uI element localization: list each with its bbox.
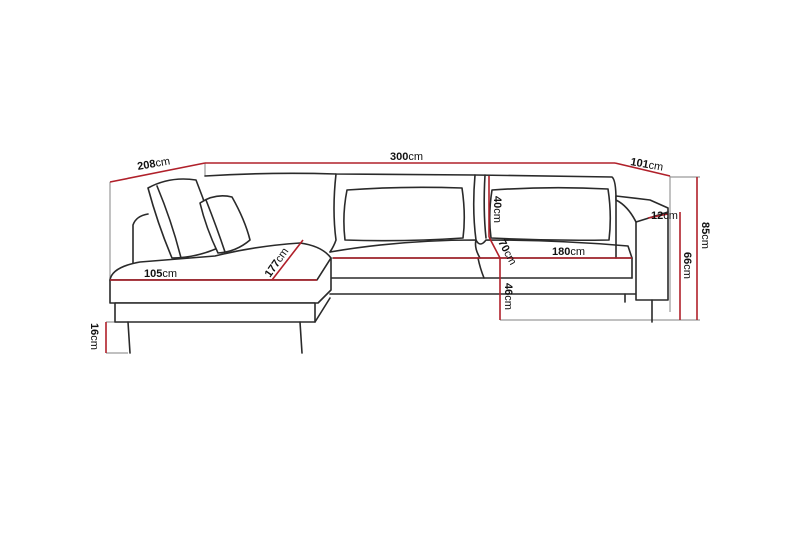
label-sofa-depth: 101cm <box>629 156 664 174</box>
chaise-base-side <box>314 297 331 323</box>
label-total-width: 300cm <box>390 151 423 163</box>
back-seam-left <box>329 173 337 253</box>
dim-line-chaise-length <box>271 239 304 281</box>
dim-line-seat-depth <box>488 236 501 259</box>
back-seam-mid2 <box>483 174 487 239</box>
leg-front-left <box>127 321 131 354</box>
main-seat-top <box>329 239 633 279</box>
label-leg-height: 16cm <box>88 323 100 350</box>
back-seam-mid <box>472 174 481 259</box>
label-chaise-depth: 208cm <box>136 155 171 173</box>
dim-line-armrest-width <box>647 213 669 219</box>
chaise-base <box>114 302 316 323</box>
label-seat-height: 46cm <box>502 283 514 310</box>
back-cushion-right <box>488 186 612 242</box>
chaise-side-back <box>132 213 149 269</box>
label-seat-depth: 70cm <box>495 238 518 267</box>
back-cushion-left <box>343 186 466 242</box>
right-armrest <box>615 195 669 301</box>
dimension-labels: 208cm 300cm 101cm 12cm 85cm 66cm 40cm 70… <box>88 151 711 350</box>
pillow-small-seam <box>205 199 226 253</box>
sofa-drawing <box>109 172 669 354</box>
seat-cushion-split <box>477 257 485 279</box>
chaise-seat-top <box>109 242 332 281</box>
label-armrest-width: 12cm <box>651 210 678 222</box>
pillow-large-seam <box>156 185 182 259</box>
dim-line-sofa-depth <box>614 162 671 177</box>
dimension-lines <box>105 162 698 353</box>
pillow-small <box>199 195 251 254</box>
label-seat-width: 180cm <box>552 246 585 258</box>
dim-line-chaise-depth <box>109 162 206 183</box>
label-total-height: 85cm <box>699 222 711 249</box>
label-armrest-height: 66cm <box>681 252 693 279</box>
leg-front-middle <box>299 321 303 354</box>
label-back-cushion-height: 40cm <box>491 196 503 223</box>
label-chaise-width: 105cm <box>144 268 177 280</box>
